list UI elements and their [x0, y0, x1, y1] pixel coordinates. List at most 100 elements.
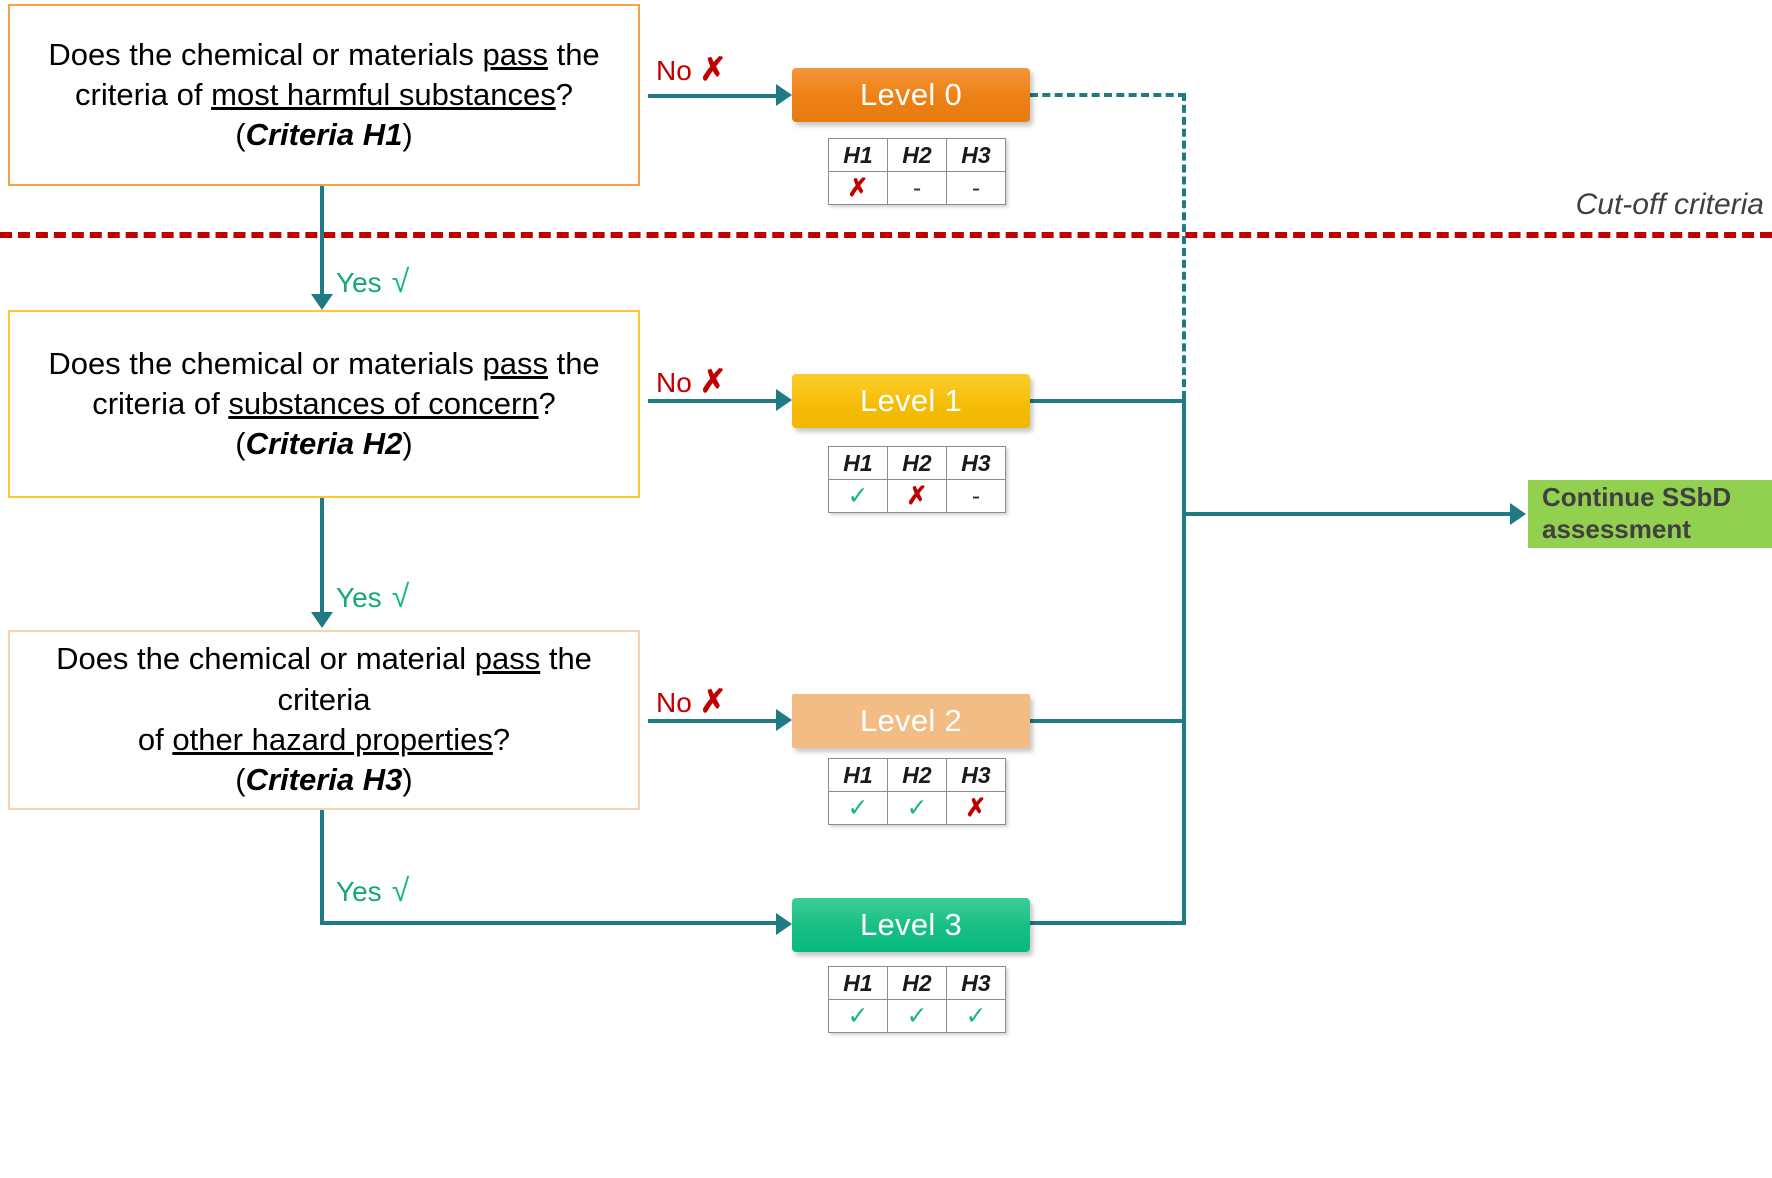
arrow-q2-to-level1: [776, 389, 792, 411]
question-text-h2: Does the chemical or materials pass the …: [34, 344, 613, 465]
connector-q2-to-q3: [320, 498, 324, 612]
connector-level3-to-trunk: [1030, 921, 1186, 925]
connector-q3-down: [320, 810, 324, 925]
criteria-table-level3: H1 H2 H3 ✓ ✓ ✓: [828, 966, 1006, 1033]
q1-line1-underline: pass: [482, 36, 548, 72]
th-h2: H2: [887, 966, 947, 1000]
edge-label-q1-yes: Yes √: [336, 263, 409, 300]
edge-label-q2-yes: Yes √: [336, 578, 409, 615]
edge-yes-text-3: Yes: [336, 876, 382, 907]
question-box-h1: Does the chemical or materials pass the …: [8, 4, 640, 186]
q3-line1-b: the criteria: [277, 641, 592, 717]
edge-label-q1-no: No✗: [656, 50, 727, 88]
continue-ssbd-assessment-box[interactable]: Continue SSbD assessment: [1528, 480, 1772, 548]
check-icon-3: √: [391, 872, 410, 908]
q2-line2-underline: substances of concern: [228, 385, 539, 421]
q3-line1-a: Does the chemical or material: [56, 641, 475, 677]
edge-label-q3-no: No✗: [656, 682, 727, 720]
edge-yes-text-2: Yes: [336, 582, 382, 613]
level-1-box[interactable]: Level 1: [792, 374, 1030, 428]
dashed-connector-level0-horizontal: [1030, 93, 1186, 97]
table-row: ✓ ✓ ✗: [828, 791, 1006, 825]
level-0-box[interactable]: Level 0: [792, 68, 1030, 122]
th-h1: H1: [828, 446, 888, 480]
q2-line1-a: Does the chemical or materials: [48, 345, 483, 381]
q2-line1-b: the: [547, 345, 600, 381]
cut-off-criteria-label: Cut-off criteria: [1575, 188, 1764, 221]
cell-level0-h1: ✗: [828, 171, 888, 205]
q2-line3-open: (: [235, 426, 246, 462]
edge-yes-text-1: Yes: [336, 267, 382, 298]
connector-level2-to-trunk: [1030, 719, 1186, 723]
q1-line2-b: ?: [555, 76, 573, 112]
th-h2: H2: [887, 446, 947, 480]
q3-line2-underline: other hazard properties: [172, 722, 493, 757]
question-text-h3: Does the chemical or material pass the c…: [10, 639, 638, 800]
edge-no-text-2: No: [656, 367, 692, 398]
q2-line2-a: criteria of: [92, 385, 229, 421]
edge-no-text-1: No: [656, 55, 692, 86]
criteria-table-level0: H1 H2 H3 ✗ - -: [828, 138, 1006, 205]
cell-level3-h3: ✓: [946, 999, 1006, 1033]
cell-level2-h1: ✓: [828, 791, 888, 825]
connector-q3-to-level2: [648, 719, 776, 723]
cell-level2-h3: ✗: [946, 791, 1006, 825]
dashed-connector-level0-vertical: [1182, 93, 1186, 399]
level-3-box[interactable]: Level 3: [792, 898, 1030, 952]
cell-level2-h2: ✓: [887, 791, 947, 825]
check-icon-1: √: [391, 263, 410, 299]
cell-level3-h1: ✓: [828, 999, 888, 1033]
q1-line1-b: the: [547, 36, 600, 72]
th-h3: H3: [946, 138, 1006, 172]
check-icon-2: √: [391, 578, 410, 614]
table-row: H1 H2 H3: [828, 138, 1006, 172]
criteria-table-level2: H1 H2 H3 ✓ ✓ ✗: [828, 758, 1006, 825]
th-h3: H3: [946, 966, 1006, 1000]
x-icon-2: ✗: [699, 363, 727, 399]
cut-off-criteria-line: [0, 232, 1772, 238]
table-row: ✓ ✗ -: [828, 479, 1006, 513]
cell-level1-h2: ✗: [887, 479, 947, 513]
th-h2: H2: [887, 758, 947, 792]
criteria-table-level1: H1 H2 H3 ✓ ✗ -: [828, 446, 1006, 513]
connector-trunk-to-continue: [1182, 512, 1510, 516]
level-3-label: Level 3: [859, 907, 963, 942]
th-h3: H3: [946, 758, 1006, 792]
table-row: H1 H2 H3: [828, 966, 1006, 1000]
arrow-q3-to-level3: [776, 913, 792, 935]
connector-trunk-vertical: [1182, 399, 1186, 925]
edge-label-q2-no: No✗: [656, 362, 727, 400]
q2-line2-b: ?: [538, 385, 556, 421]
q3-line2-a: of: [137, 722, 173, 757]
th-h3: H3: [946, 446, 1006, 480]
connector-level1-to-trunk: [1030, 399, 1186, 403]
q2-criteria-label: Criteria H2: [245, 426, 403, 462]
th-h1: H1: [828, 966, 888, 1000]
q3-line3-open: (: [235, 762, 246, 798]
cell-level0-h3: -: [946, 171, 1006, 205]
arrow-trunk-to-continue: [1510, 503, 1526, 525]
level-0-label: Level 0: [859, 77, 963, 112]
x-icon-3: ✗: [699, 683, 727, 719]
arrow-q2-to-q3: [311, 612, 333, 628]
continue-line-1: Continue SSbD: [1542, 482, 1732, 513]
level-2-box[interactable]: Level 2: [792, 694, 1030, 748]
q1-criteria-label: Criteria H1: [245, 117, 403, 153]
edge-no-text-3: No: [656, 687, 692, 718]
q1-line2-a: criteria of: [75, 76, 212, 112]
edge-label-q3-yes: Yes √: [336, 872, 409, 909]
q3-line2-b: ?: [492, 722, 511, 757]
cell-level0-h2: -: [887, 171, 947, 205]
arrow-q3-to-level2: [776, 709, 792, 731]
q3-line1-underline: pass: [474, 641, 541, 677]
question-box-h3: Does the chemical or material pass the c…: [8, 630, 640, 810]
arrow-q1-to-level0: [776, 84, 792, 106]
connector-q2-to-level1: [648, 399, 776, 403]
level-1-label: Level 1: [859, 383, 963, 418]
q1-line1-a: Does the chemical or materials: [48, 36, 483, 72]
q1-line2-underline: most harmful substances: [211, 76, 556, 112]
level-2-label: Level 2: [859, 703, 963, 738]
connector-q1-to-level0: [648, 94, 776, 98]
cell-level1-h1: ✓: [828, 479, 888, 513]
